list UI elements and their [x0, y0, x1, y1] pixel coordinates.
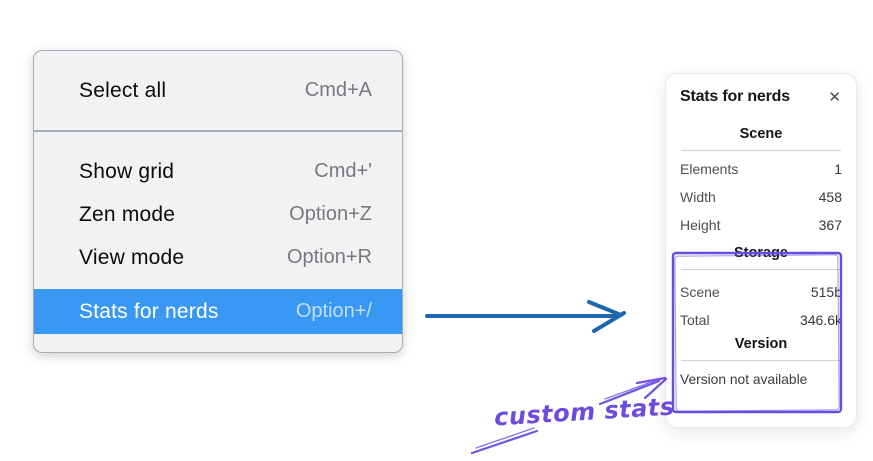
- menu-item-label: Show grid: [79, 159, 175, 183]
- menu-item-zen-mode[interactable]: Zen mode Option+Z: [34, 193, 402, 236]
- section-divider: [681, 360, 841, 361]
- close-icon: ✕: [828, 88, 841, 106]
- stat-value: 346.6k: [799, 312, 842, 328]
- menu-item-stats-for-nerds[interactable]: Stats for nerds Option+/: [34, 289, 402, 334]
- menu-item-shortcut: Option+R: [286, 246, 372, 268]
- blue-arrow-drawing: [425, 300, 626, 333]
- stat-value: 367: [818, 217, 842, 233]
- menu-item-label: Select all: [79, 78, 167, 102]
- stat-row-storage-scene: Scene 515b: [680, 278, 842, 306]
- context-menu: Select all Cmd+A Show grid Cmd+' Zen mod…: [33, 50, 403, 353]
- stat-row-storage-total: Total 346.6k: [680, 306, 842, 334]
- menu-item-show-grid[interactable]: Show grid Cmd+': [34, 150, 402, 193]
- menu-item-shortcut: Cmd+': [314, 160, 372, 182]
- stat-label: Scene: [680, 284, 720, 300]
- stat-row-height: Height 367: [680, 211, 842, 239]
- stats-panel-title: Stats for nerds: [680, 88, 790, 105]
- stats-panel: Stats for nerds ✕ Scene Elements 1 Width…: [665, 73, 857, 428]
- stat-label: Total: [680, 312, 710, 328]
- menu-item-shortcut: Cmd+A: [304, 79, 372, 101]
- menu-divider: [34, 130, 402, 132]
- menu-item-shortcut: Option+Z: [289, 203, 372, 225]
- stat-label: Width: [680, 189, 716, 205]
- section-heading-scene: Scene: [739, 126, 783, 142]
- close-button[interactable]: ✕: [827, 90, 842, 105]
- menu-group-main: Show grid Cmd+' Zen mode Option+Z View m…: [34, 132, 402, 352]
- stats-panel-titlebar: Stats for nerds ✕: [680, 88, 842, 106]
- stat-value: 458: [818, 189, 842, 205]
- menu-item-label: View mode: [79, 245, 185, 269]
- menu-item-label: Stats for nerds: [79, 299, 219, 323]
- stat-value: 515b: [810, 284, 842, 300]
- menu-group-top: Select all Cmd+A: [34, 51, 402, 130]
- section-divider: [681, 150, 841, 151]
- stat-row-elements: Elements 1: [680, 155, 842, 183]
- version-note: Version not available: [680, 372, 808, 387]
- section-heading-version: Version: [734, 336, 788, 352]
- annotation-label: custom stats: [493, 392, 676, 432]
- menu-item-view-mode[interactable]: View mode Option+R: [34, 236, 402, 279]
- menu-item-shortcut: Option+/: [295, 300, 372, 322]
- stat-value: 1: [834, 161, 842, 177]
- stat-label: Height: [680, 217, 721, 233]
- menu-item-select-all[interactable]: Select all Cmd+A: [34, 69, 402, 112]
- stat-label: Elements: [680, 161, 739, 177]
- section-divider: [681, 269, 841, 270]
- section-heading-storage: Storage: [734, 245, 788, 261]
- stat-row-width: Width 458: [680, 183, 842, 211]
- menu-item-label: Zen mode: [79, 202, 176, 226]
